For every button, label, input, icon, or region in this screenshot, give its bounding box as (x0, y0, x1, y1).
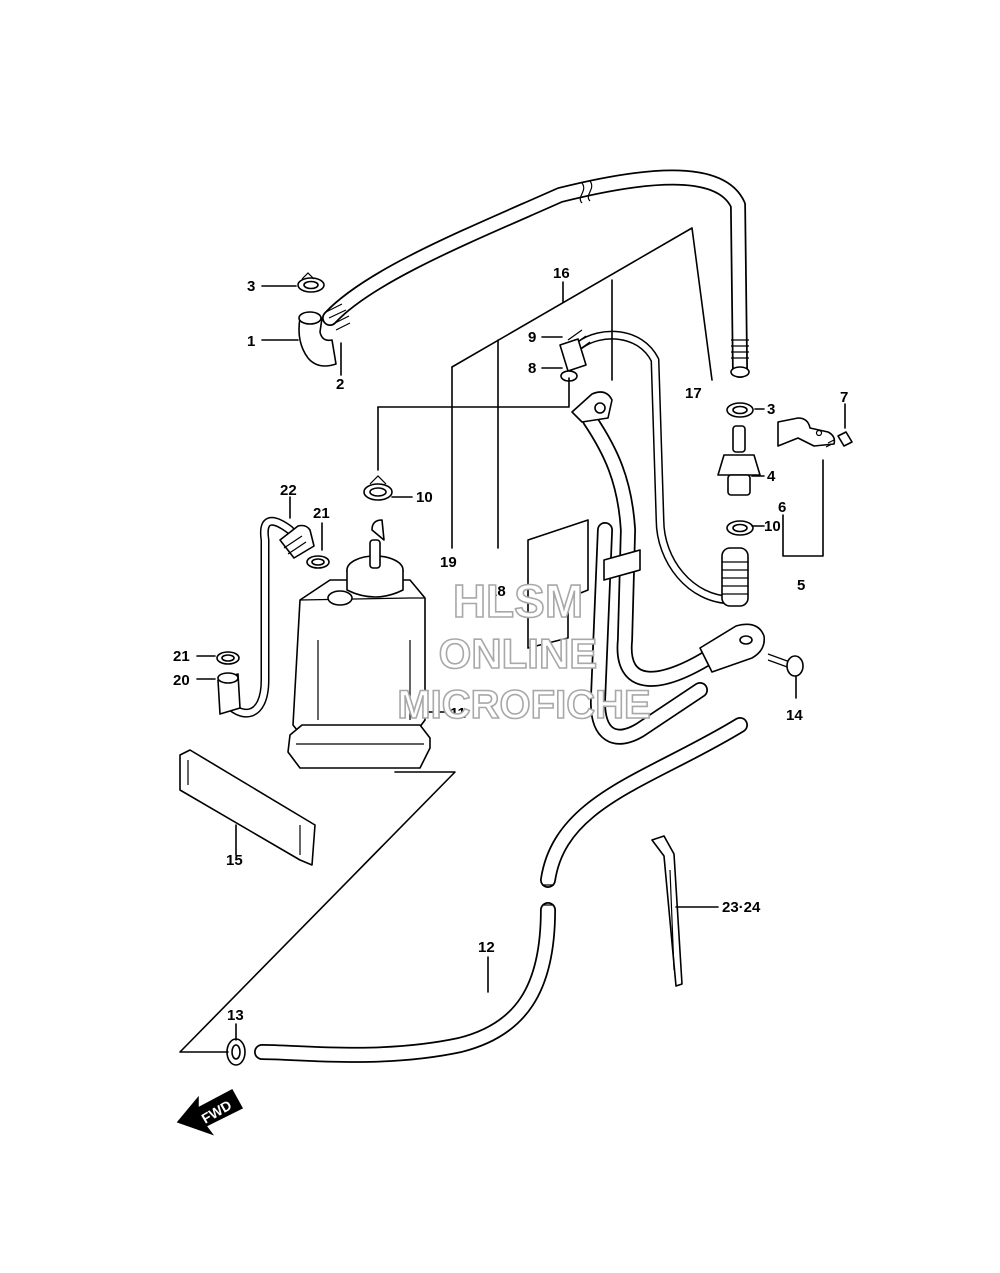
part-21-clamp-upper (306, 555, 330, 569)
part-1-elbow-fitting (298, 311, 337, 367)
part-13-clamp (226, 1038, 246, 1066)
part-10-clamp-mid (363, 475, 393, 501)
callout-18: 18 (489, 583, 506, 600)
pipe-bracket-assembly (527, 391, 766, 745)
watermark-line-1: HLSM (453, 575, 583, 627)
callout-17: 17 (685, 385, 702, 402)
watermark: HLSM ONLINE MICROFICHE (397, 574, 652, 728)
part-11-canister (287, 519, 431, 769)
callout-11: 11 (450, 705, 466, 722)
callout-3: 3 (247, 278, 255, 295)
upper-hose (322, 169, 750, 378)
callout-10: 10 (764, 518, 781, 535)
part-6-bracket (777, 417, 836, 447)
callout-21: 21 (173, 648, 190, 665)
callout-5: 5 (797, 577, 805, 594)
part-9-small-hose (567, 329, 737, 605)
callout-21: 21 (313, 505, 330, 522)
part-3-clamp-right (726, 402, 754, 418)
callout-4: 4 (767, 468, 776, 485)
part-3-clamp-upper (297, 272, 325, 293)
part-21-clamp-lower (216, 651, 240, 665)
part-22-hose (220, 516, 315, 718)
callout-16: 16 (553, 265, 570, 282)
callout-19: 19 (440, 554, 457, 571)
callout-12: 12 (478, 939, 495, 956)
callout-22: 22 (280, 482, 297, 499)
callout-8: 8 (528, 360, 536, 377)
part-10-clamp-right (726, 520, 754, 536)
part-4-valve (717, 425, 761, 496)
callout-labels: 1 2 3 3 4 5 6 7 8 9 10 10 11 12 13 14 15… (173, 265, 848, 1024)
callout-23-24: 23·24 (722, 899, 761, 916)
leader-lines (179, 227, 846, 1053)
valve-lower-hose (721, 547, 749, 607)
fwd-arrow-icon: FWD (176, 1088, 244, 1136)
part-23-24-cable-tie (651, 835, 683, 987)
callout-6: 6 (778, 499, 786, 516)
part-15-strap (179, 749, 316, 866)
part-7-bolt (825, 431, 853, 448)
watermark-line-3: MICROFICHE (397, 683, 650, 727)
watermark-line-2: ONLINE (439, 630, 598, 677)
callout-2: 2 (336, 376, 344, 393)
callout-7: 7 (840, 389, 848, 406)
callout-10: 10 (416, 489, 433, 506)
callout-14: 14 (786, 707, 803, 724)
callout-1: 1 (247, 333, 255, 350)
callout-3: 3 (767, 401, 775, 418)
callout-15: 15 (226, 852, 243, 869)
part-14-bolt (767, 653, 804, 677)
callout-20: 20 (173, 672, 190, 689)
part-12-long-hose (254, 717, 748, 1063)
callout-9: 9 (528, 329, 536, 346)
part-20-fitting (217, 672, 241, 715)
callout-13: 13 (227, 1007, 244, 1024)
